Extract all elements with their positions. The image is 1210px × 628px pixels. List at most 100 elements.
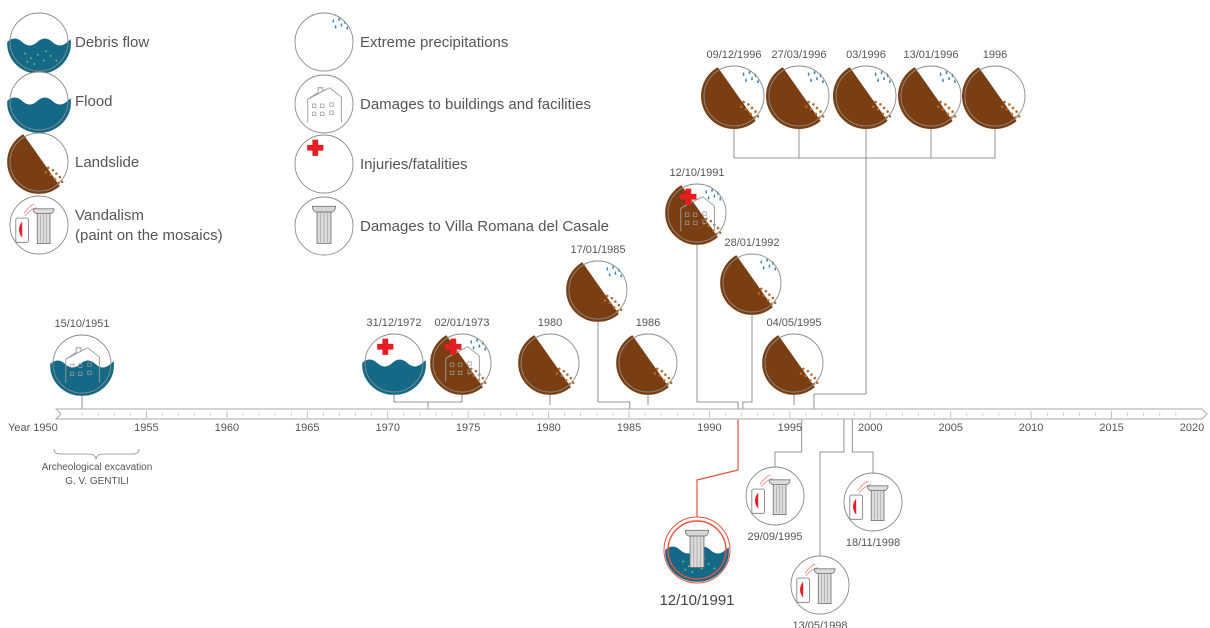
event-icon	[962, 63, 1028, 129]
legend-label: Damages to buildings and facilities	[360, 96, 591, 113]
landslide-dot	[49, 173, 52, 177]
landslide-dot	[1017, 115, 1021, 118]
connector	[851, 419, 874, 473]
axis-tick-label: 1975	[456, 422, 480, 434]
flood-element	[7, 97, 71, 133]
column-element	[684, 529, 710, 568]
landslide-dot	[936, 105, 940, 109]
connector	[733, 126, 996, 409]
axis-tick-label: 1995	[778, 422, 802, 434]
window	[467, 361, 472, 366]
axis-tick-label: 1965	[295, 422, 319, 434]
landslide-element	[701, 63, 767, 129]
icon-border	[520, 333, 580, 393]
landslide-dot	[764, 289, 768, 293]
landslide-dot	[876, 107, 880, 111]
paint-mark	[799, 581, 804, 598]
legend-label: Damages to Villa Romana del Casale	[360, 218, 609, 235]
vandalism-element	[849, 480, 889, 521]
landslide-debris-dots	[467, 367, 487, 386]
landslide-dot	[51, 168, 55, 172]
building-element	[307, 87, 342, 123]
event-date: 17/01/1985	[570, 244, 625, 256]
debris-dot	[713, 567, 716, 570]
icon-border	[432, 333, 492, 393]
icon-elements	[50, 347, 114, 396]
event-10: 27/03/1996	[766, 49, 832, 129]
landslide-dot	[821, 115, 825, 118]
rain-drop	[766, 258, 768, 263]
icon-content	[50, 347, 114, 396]
event-icon	[50, 334, 114, 396]
landslide-element	[518, 331, 582, 395]
landslide-dot	[815, 106, 819, 110]
rain-drop	[478, 343, 481, 348]
icon-content	[701, 63, 767, 129]
event-date: 27/03/1996	[771, 49, 826, 61]
column-element	[311, 205, 337, 244]
icon-elements	[833, 63, 899, 129]
event-7: 28/01/1992	[720, 237, 784, 315]
window	[685, 220, 690, 225]
window	[693, 212, 698, 217]
injury-element	[680, 188, 697, 205]
rain-drop	[942, 78, 944, 83]
rain-drop	[954, 79, 956, 84]
axis-tick-label: 2015	[1099, 422, 1123, 434]
landslide-element	[720, 251, 784, 315]
rain-drop	[948, 76, 950, 81]
vandalism-element	[751, 474, 791, 515]
event-icon	[898, 63, 964, 129]
event-9: 09/12/1996	[701, 49, 767, 129]
icon-content	[307, 139, 324, 156]
landslide-dot	[886, 110, 889, 113]
icon-content	[849, 480, 889, 521]
landslide-dot	[947, 106, 951, 110]
landslide-dot	[707, 224, 710, 228]
landslide-dot	[660, 369, 664, 373]
window	[70, 371, 75, 376]
rain-drop	[340, 22, 343, 27]
legend: Debris flowFloodLandslideVandalism(paint…	[7, 12, 609, 256]
rain-drop	[807, 72, 810, 77]
legend-item-flood: Flood	[7, 71, 113, 133]
event-12: 13/01/1996	[898, 49, 964, 129]
icon-highlight-ring	[663, 516, 731, 584]
window	[70, 363, 75, 368]
icon-content	[566, 258, 630, 322]
column-capital	[32, 208, 55, 214]
debris-dot	[26, 60, 29, 63]
icon-elements	[665, 181, 729, 245]
cross-icon	[294, 134, 354, 194]
debris-dots	[682, 558, 716, 574]
debris-dot	[684, 568, 687, 571]
legend-label: Vandalism	[75, 207, 144, 224]
window	[467, 369, 472, 374]
landslide-dot	[667, 376, 671, 380]
flood-icon	[7, 71, 71, 133]
landslide-debris-dots	[804, 100, 825, 119]
icon-border	[294, 134, 354, 194]
icon-border	[294, 196, 354, 256]
landslide-dot	[617, 303, 621, 307]
debris-dot	[55, 59, 58, 62]
landslide-dot	[874, 100, 877, 104]
icon-elements	[307, 139, 324, 156]
event-date: 04/05/1995	[766, 317, 821, 329]
rain-drop	[874, 72, 877, 77]
icon-elements	[362, 338, 426, 395]
window	[320, 111, 325, 116]
rain-drop	[774, 266, 777, 271]
icon-border	[9, 132, 69, 192]
window	[78, 363, 83, 368]
landslide-dot	[1003, 100, 1006, 104]
window	[450, 370, 455, 375]
landslide-element	[962, 63, 1028, 129]
landslide-debris-dots	[702, 217, 722, 236]
debris-flow-icon	[7, 12, 71, 74]
landslide-dot	[804, 374, 807, 378]
event-icon	[720, 251, 784, 315]
legend-item-rain: Extreme precipitations	[294, 12, 508, 72]
rain-drop	[889, 79, 891, 84]
icon-border	[618, 333, 678, 393]
